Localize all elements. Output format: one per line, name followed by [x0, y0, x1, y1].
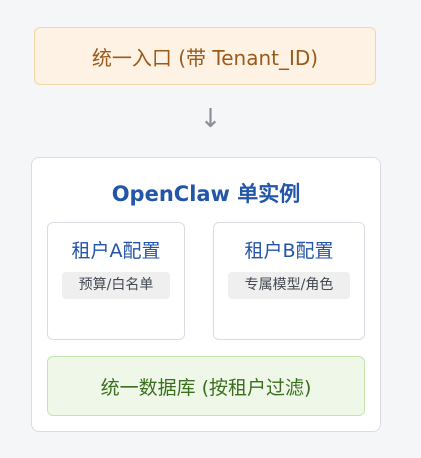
- unified-entry-box: 统一入口 (带 Tenant_ID): [34, 27, 376, 85]
- tenant-a-tag: 预算/白名单: [62, 272, 170, 299]
- instance-title: OpenClaw 单实例: [111, 182, 301, 206]
- openclaw-instance-box: OpenClaw 单实例 租户A配置 预算/白名单 租户B配置 专属模型/角色 …: [31, 157, 381, 432]
- tenant-a-title: 租户A配置: [71, 240, 161, 262]
- tenant-b-title: 租户B配置: [244, 240, 334, 262]
- tenant-b-config-box: 租户B配置 专属模型/角色: [213, 222, 365, 340]
- down-arrow-icon: ↓: [199, 104, 222, 134]
- unified-database-label: 统一数据库 (按租户过滤): [100, 376, 312, 399]
- unified-database-box: 统一数据库 (按租户过滤): [47, 356, 365, 416]
- tenant-b-tag: 专属模型/角色: [228, 272, 350, 299]
- tenant-a-config-box: 租户A配置 预算/白名单: [47, 222, 185, 340]
- unified-entry-label: 统一入口 (带 Tenant_ID): [91, 45, 319, 70]
